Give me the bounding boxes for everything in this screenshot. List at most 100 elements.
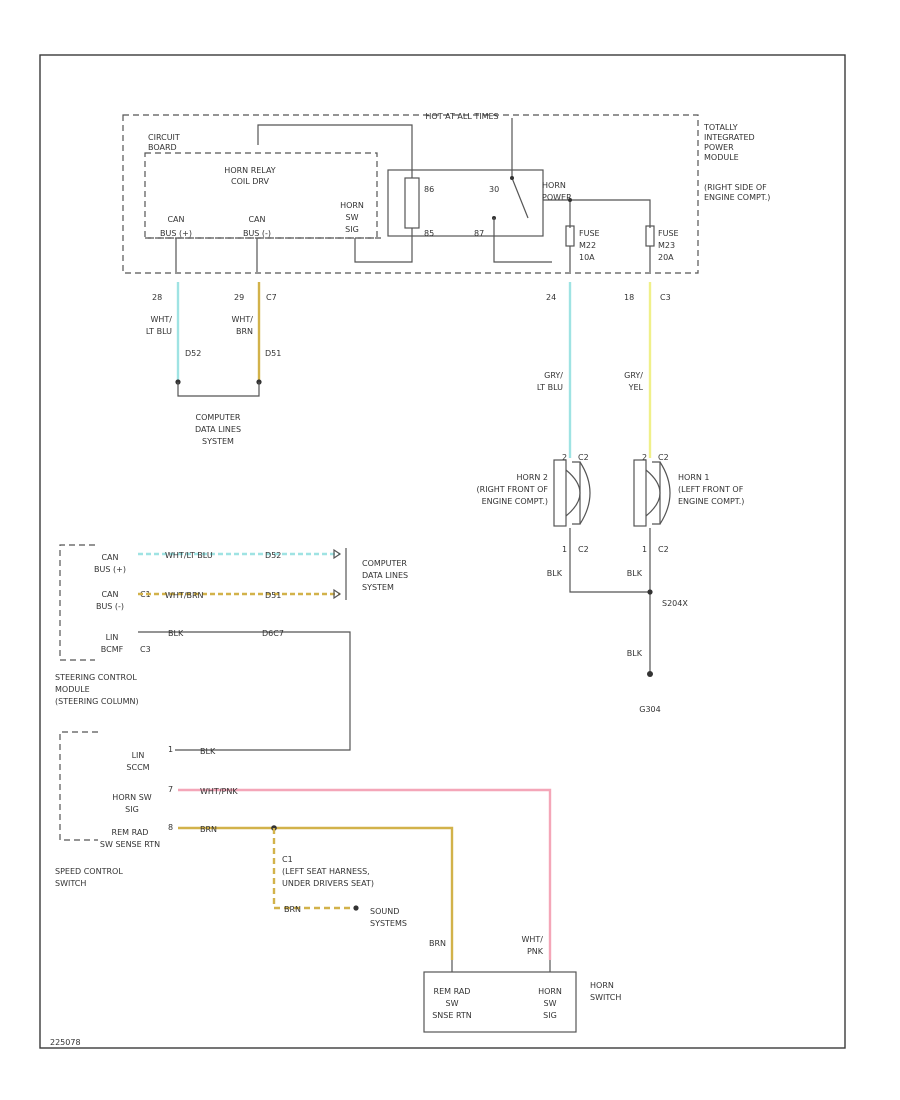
scm-can-plus-pin: CAN BUS (+) <box>94 553 126 574</box>
svg-text:CAN: CAN <box>167 215 184 224</box>
svg-text:LIN: LIN <box>106 633 119 642</box>
pin-24-label: 24 <box>546 293 556 302</box>
horn-relay-coil-label: HORN RELAY COIL DRV <box>224 166 276 186</box>
pin-29-label: 29 <box>234 293 244 302</box>
circuit-d52-label: D52 <box>185 349 201 358</box>
ground-g304 <box>647 671 653 677</box>
svg-text:ENGINE COMPT.): ENGINE COMPT.) <box>678 497 744 506</box>
svg-text:DATA LINES: DATA LINES <box>362 571 408 580</box>
svg-text:FUSE: FUSE <box>658 229 679 238</box>
svg-text:COMPUTER: COMPUTER <box>196 413 241 422</box>
horn-2-pin-top: 2 <box>562 453 567 462</box>
svg-text:GRY/: GRY/ <box>544 371 563 380</box>
scm-lin-wire-blk <box>138 631 351 751</box>
svg-text:SIG: SIG <box>125 805 139 814</box>
svg-text:STEERING CONTROL: STEERING CONTROL <box>55 673 137 682</box>
svg-text:BUS (-): BUS (-) <box>243 229 271 238</box>
svg-text:8: 8 <box>168 823 173 832</box>
svg-text:(RIGHT FRONT OF: (RIGHT FRONT OF <box>477 485 549 494</box>
svg-text:SW SENSE RTN: SW SENSE RTN <box>100 840 160 849</box>
svg-text:BOARD: BOARD <box>148 143 177 152</box>
svg-text:ENGINE COMPT.): ENGINE COMPT.) <box>482 497 548 506</box>
horn-2-wire-label: BLK <box>547 569 563 578</box>
scs-lin-pin: LIN SCCM <box>126 751 149 772</box>
svg-text:SW: SW <box>446 999 459 1008</box>
svg-text:SYSTEM: SYSTEM <box>362 583 394 592</box>
scm-w1-label: WHT/LT BLU <box>165 551 213 560</box>
conn-c3-label: C3 <box>660 293 671 302</box>
svg-text:(LEFT FRONT OF: (LEFT FRONT OF <box>678 485 744 494</box>
can-bus-plus-pin-label: CAN BUS (+) <box>160 215 192 238</box>
svg-text:(LEFT SEAT HARNESS,: (LEFT SEAT HARNESS, <box>282 867 370 876</box>
horn-switch-brn-label: BRN <box>429 939 446 948</box>
svg-text:WHT/: WHT/ <box>231 315 253 324</box>
svg-text:LIN: LIN <box>132 751 145 760</box>
wire-gry-yel-label: GRY/ YEL <box>624 371 643 392</box>
data-lines-bracket <box>177 382 260 397</box>
svg-text:(RIGHT SIDE OF: (RIGHT SIDE OF <box>704 183 767 192</box>
horn-2-conn-bot: C2 <box>578 545 589 554</box>
svg-text:CAN: CAN <box>101 590 118 599</box>
horn-2-ground-wire <box>569 528 650 593</box>
svg-text:SIG: SIG <box>543 1011 557 1020</box>
horn-1-label: HORN 1 (LEFT FRONT OF ENGINE COMPT.) <box>678 473 744 506</box>
svg-text:20A: 20A <box>658 253 674 262</box>
svg-text:INTEGRATED: INTEGRATED <box>704 133 755 142</box>
horn-1-pin-top: 2 <box>642 453 647 462</box>
svg-text:HORN 2: HORN 2 <box>517 473 549 482</box>
horn-switch-label: HORN SWITCH <box>590 981 621 1002</box>
horn-2-symbol <box>553 459 591 527</box>
horn-1-conn-bot: C2 <box>658 545 669 554</box>
svg-text:SOUND: SOUND <box>370 907 399 916</box>
computer-data-lines-label-mid: COMPUTER DATA LINES SYSTEM <box>362 559 408 592</box>
svg-text:SIG: SIG <box>345 225 359 234</box>
diagram-id: 225078 <box>50 1038 81 1047</box>
horn-switch-pnk-label: WHT/ PNK <box>521 935 543 956</box>
circuit-d51-label: D51 <box>265 349 281 358</box>
tipm-outline <box>122 114 699 274</box>
can-bus-minus-pin-label: CAN BUS (-) <box>243 215 271 238</box>
scm-outline <box>59 544 95 661</box>
svg-text:ENGINE COMPT.): ENGINE COMPT.) <box>704 193 770 202</box>
svg-text:SWITCH: SWITCH <box>590 993 621 1002</box>
svg-text:SPEED CONTROL: SPEED CONTROL <box>55 867 123 876</box>
horn-1-symbol <box>633 459 671 527</box>
circuit-board-label: CIRCUIT BOARD <box>148 133 180 152</box>
svg-text:86: 86 <box>424 185 434 194</box>
svg-text:HORN SW: HORN SW <box>112 793 151 802</box>
svg-text:TOTALLY: TOTALLY <box>703 123 738 132</box>
svg-text:1: 1 <box>168 745 173 754</box>
hot-at-all-times-label: HOT AT ALL TIMES <box>425 112 498 121</box>
scs-lin-wire-label: BLK <box>200 747 216 756</box>
svg-text:WHT/: WHT/ <box>521 935 543 944</box>
pin-28-label: 28 <box>152 293 162 302</box>
horn-power-label: HORN POWER <box>542 181 572 202</box>
ground-point-label: G304 <box>639 705 660 714</box>
hot-feed-wire <box>257 124 413 178</box>
horn-switch <box>423 971 577 1033</box>
scm-can-minus-pin: CAN BUS (-) C1 <box>96 590 151 611</box>
svg-text:HORN: HORN <box>340 201 364 210</box>
svg-text:(STEERING COLUMN): (STEERING COLUMN) <box>55 697 139 706</box>
svg-text:COIL DRV: COIL DRV <box>231 177 270 186</box>
svg-text:87: 87 <box>474 229 484 238</box>
wire-wht-brn-label: WHT/ BRN <box>231 315 253 336</box>
horn-2-pin-bot: 1 <box>562 545 567 554</box>
svg-text:BCMF: BCMF <box>101 645 124 654</box>
scm-w1-id: D52 <box>265 551 281 560</box>
svg-text:10A: 10A <box>579 253 595 262</box>
svg-text:7: 7 <box>168 785 173 794</box>
horn-sw-sig-pin-label: HORN SW SIG <box>340 201 364 234</box>
computer-data-lines-label-top: COMPUTER DATA LINES SYSTEM <box>195 413 241 446</box>
scm-w3-id: D6C7 <box>262 629 284 638</box>
svg-text:YEL: YEL <box>628 383 644 392</box>
fuse-m22-label: FUSE M22 10A <box>579 229 600 262</box>
tipm-name-label: TOTALLY INTEGRATED POWER MODULE (RIGHT S… <box>703 123 770 202</box>
splice-s204x-label: S204X <box>662 599 688 608</box>
horn-switch-sig-pin: HORN SW SIG <box>538 987 562 1020</box>
svg-text:GRY/: GRY/ <box>624 371 643 380</box>
conn-c7-label: C7 <box>266 293 277 302</box>
scm-data-arrows <box>333 548 342 600</box>
